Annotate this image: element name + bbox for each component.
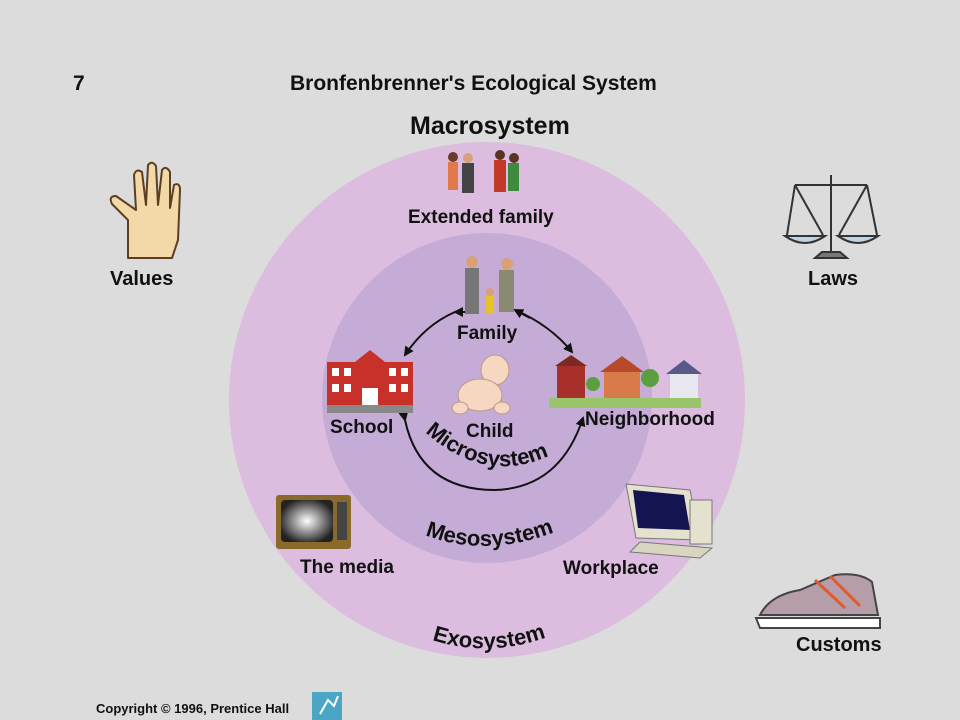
extended-family-label: Extended family [408,207,554,228]
arrow-family-school [403,311,456,357]
shoe-icon [754,573,881,629]
tv-icon [276,495,351,549]
computer-icon [625,483,714,559]
scales-icon [781,175,882,259]
hand-icon [109,161,181,259]
copyright-text: Copyright © 1996, Prentice Hall [96,701,290,716]
workplace-label: Workplace [563,558,659,579]
family-label: Family [457,323,518,344]
customs-label: Customs [796,634,882,656]
arrow-neighborhood-family [513,309,531,319]
family-icon [465,256,514,314]
page-title: Bronfenbrenner's Ecological System [290,72,657,95]
neighborhood-label: Neighborhood [585,409,715,430]
child-label: Child [466,421,514,442]
publisher-logo-icon [312,692,342,720]
media-label: The media [300,557,394,578]
neighborhood-icon [549,355,702,408]
school-icon [327,350,413,413]
slide-number: 7 [73,72,85,95]
extended-family-icon [448,150,519,193]
macrosystem-label: Macrosystem [410,112,570,140]
child-icon [451,354,511,415]
school-label: School [330,417,394,438]
arrow-micro-loop [398,411,586,492]
values-label: Values [110,268,174,290]
laws-label: Laws [808,268,859,290]
